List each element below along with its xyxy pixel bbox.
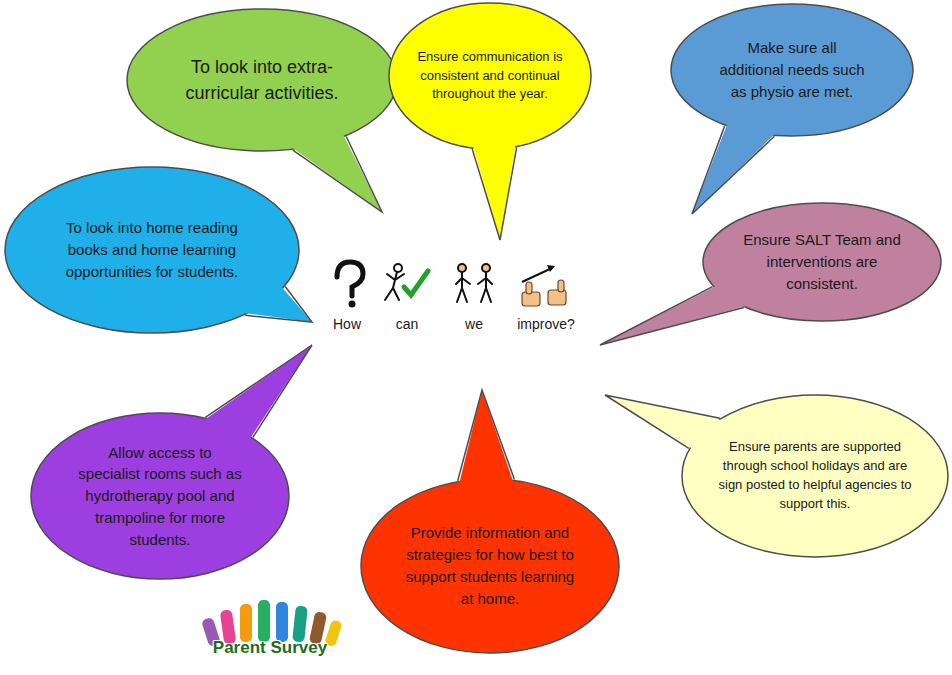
speech-bubble: Make sure all additional needs such as p…: [670, 3, 914, 137]
bubble-tail-outline: [692, 126, 774, 214]
bubble-shape: [360, 478, 620, 654]
bubble-tail-outline: [605, 395, 720, 448]
question-symbol: [337, 262, 363, 308]
speech-bubble: Ensure SALT Team and interventions are c…: [702, 202, 942, 322]
speech-bubble: To look into home reading books and home…: [4, 166, 300, 334]
bubble-outline: [389, 3, 591, 149]
bubble-outline: [671, 4, 913, 136]
logo-title: Parent Survey: [213, 638, 327, 658]
bubble-text-area: Make sure all additional needs such as p…: [716, 21, 869, 118]
bubble-tail: [241, 285, 312, 322]
bubble-text: Ensure SALT Team and interventions are c…: [741, 229, 903, 294]
bubble-text: Allow access to specialist rooms such as…: [76, 442, 245, 551]
symbol-caption: can: [396, 316, 419, 332]
bubble-text-area: Ensure parents are supported through sch…: [718, 417, 912, 536]
can-symbol: [385, 264, 428, 300]
bubble-text-area: To look into home reading books and home…: [56, 189, 248, 311]
bubble-shape: [681, 394, 949, 558]
we-symbol: [456, 264, 492, 302]
bubble-tail-outline: [245, 287, 312, 322]
bubble-text: Ensure parents are supported through sch…: [718, 438, 912, 513]
bubble-tail: [605, 395, 724, 450]
bubble-text: To look into home reading books and home…: [56, 217, 248, 282]
bubble-tail-outline: [458, 390, 515, 481]
bubble-tail: [204, 345, 312, 440]
bubble-text-area: Allow access to specialist rooms such as…: [76, 435, 245, 557]
bubble-tail: [459, 390, 513, 484]
symbol-caption: How: [333, 316, 361, 332]
bubble-text-area: To look into extra-curricular activities…: [174, 28, 351, 132]
bubble-text-area: Provide information and strategies for h…: [402, 502, 578, 630]
bubble-tail-outline: [472, 147, 516, 240]
bubble-outline: [361, 479, 619, 653]
bubble-shape: [126, 8, 398, 152]
bubble-text: Make sure all additional needs such as p…: [716, 37, 869, 102]
bubble-outline: [682, 395, 948, 557]
bubble-text: Provide information and strategies for h…: [402, 522, 578, 609]
bubble-tail: [692, 124, 775, 214]
bubble-text: Ensure communication is consistent and c…: [414, 48, 567, 105]
bubble-text-area: Ensure SALT Team and interventions are c…: [741, 219, 903, 306]
bubble-outline: [127, 9, 397, 151]
bubble-text: To look into extra-curricular activities…: [174, 54, 351, 106]
bubble-tail: [600, 286, 747, 345]
speech-bubble: Provide information and strategies for h…: [360, 478, 620, 654]
speech-bubble: Allow access to specialist rooms such as…: [30, 412, 290, 580]
bubble-tail-outline: [600, 287, 744, 345]
bubble-text-area: Ensure communication is consistent and c…: [414, 22, 567, 129]
bubble-tail-outline: [293, 136, 382, 212]
symbol-caption: we: [465, 316, 483, 332]
bubble-tail: [292, 134, 382, 212]
symbol-caption: improve?: [517, 316, 575, 332]
speech-bubble: Ensure communication is consistent and c…: [388, 2, 592, 150]
speech-bubble: To look into extra-curricular activities…: [126, 8, 398, 152]
improve-symbol: [522, 265, 566, 306]
bubble-tail-outline: [205, 345, 312, 437]
speech-bubble: Ensure parents are supported through sch…: [681, 394, 949, 558]
